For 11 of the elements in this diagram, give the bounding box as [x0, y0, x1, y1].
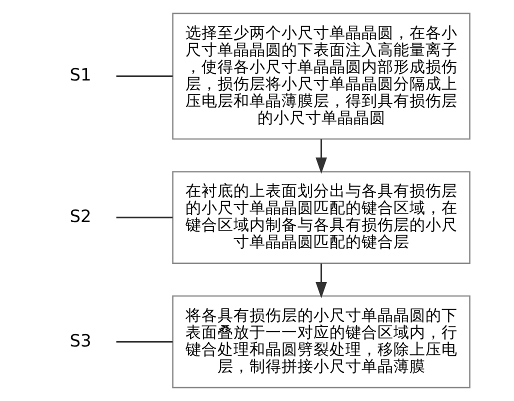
- node-text: S2: [69, 206, 91, 227]
- node-box: 将各具有损伤层的小尺寸单晶晶圆的下表面叠放于一一对应的键合区域内，行键合处理和晶圆劈裂处理，移除上压电层，制得拼接小尺寸单晶薄膜: [172, 295, 470, 388]
- connector: [116, 75, 172, 77]
- arrow: [315, 263, 326, 298]
- node-box: 在衬底的上表面划分出与各具有损伤层的小尺寸单晶晶圆匹配的键合区域，在键合区域内制备与各具有损伤层的小尺寸单晶晶圆匹配的键合层: [172, 171, 470, 264]
- node-box: 选择至少两个小尺寸单晶晶圆，在各小尺寸单晶晶圆的下表面注入高能量离子，使得各小尺寸单晶晶圆内部形成损伤层，损伤层将小尺寸单晶晶圆分隔成上压电层和单晶薄膜层，得到具有损伤层的小尺寸单晶晶圆: [172, 12, 470, 140]
- arrow: [315, 139, 326, 174]
- connector: [116, 341, 172, 343]
- connector: [116, 216, 172, 218]
- node-text: S1: [69, 66, 91, 86]
- node-text: S3: [69, 331, 91, 352]
